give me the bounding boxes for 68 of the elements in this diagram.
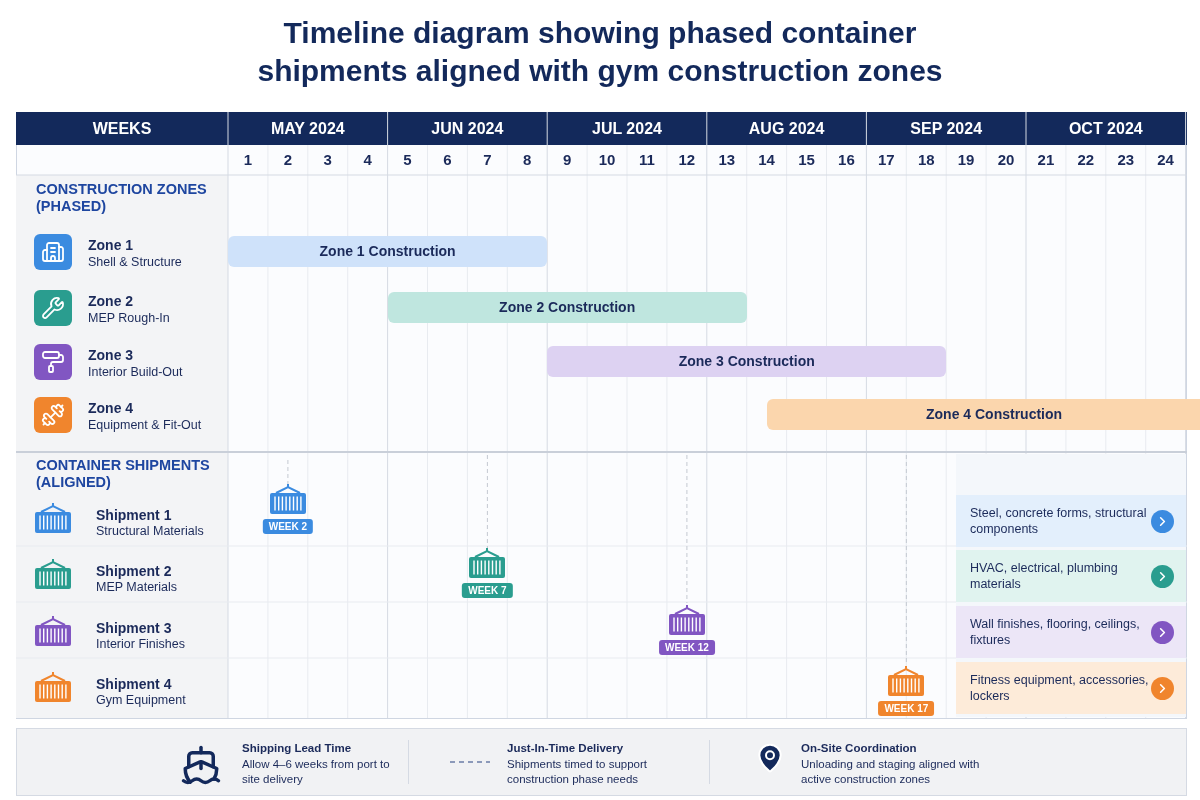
week-number: 20 (996, 149, 1016, 170)
shipment-name: Shipment 4 (96, 675, 172, 694)
week-badge: WEEK 17 (878, 701, 935, 716)
month-header: JUN 2024 (430, 118, 505, 139)
week-number: 1 (242, 149, 254, 170)
week-number: 6 (442, 149, 453, 170)
shipment-name: Shipment 2 (96, 562, 172, 581)
section-heading: CONSTRUCTION ZONES (PHASED) (36, 181, 208, 215)
construction-bar: Zone 4 Construction (766, 399, 1200, 430)
week-number: 7 (482, 149, 493, 170)
column-header: WEEKS (91, 118, 153, 139)
footer-heading: Just-In-Time Delivery (507, 741, 624, 756)
week-number: 13 (717, 149, 737, 170)
shipment-description: MEP Materials (96, 579, 178, 596)
section-heading: CONTAINER SHIPMENTS (ALIGNED) (36, 457, 211, 491)
week-number: 16 (837, 149, 856, 170)
week-number: 2 (282, 149, 293, 170)
zone-description: Equipment & Fit-Out (88, 417, 202, 434)
week-badge: WEEK 2 (262, 519, 314, 534)
construction-bar: Zone 1 Construction (228, 236, 548, 267)
material-card: Wall finishes, flooring, ceilings, fixtures (956, 606, 1186, 658)
week-number: 17 (877, 149, 896, 170)
week-number: 15 (797, 149, 816, 170)
zone-name: Zone 2 (88, 292, 134, 311)
footer-heading: Shipping Lead Time (242, 741, 352, 756)
title: Timeline diagram showing phased container shipments aligned with gym construction zones (256, 15, 944, 89)
week-number: 19 (956, 149, 976, 170)
shipment-name: Shipment 3 (96, 619, 172, 638)
week-number: 4 (362, 149, 373, 170)
footer-text: Allow 4–6 weeks from port to site delivery (242, 757, 391, 787)
construction-bar: Zone 3 Construction (547, 346, 947, 377)
zone-name: Zone 4 (88, 399, 134, 418)
month-header: AUG 2024 (747, 118, 826, 139)
zone-name: Zone 3 (88, 346, 134, 365)
zone-description: Interior Build-Out (88, 364, 183, 381)
material-card: Fitness equipment, accessories, lockers (956, 662, 1186, 714)
zone-name: Zone 1 (88, 236, 134, 255)
month-header: MAY 2024 (269, 118, 346, 139)
week-number: 24 (1156, 149, 1175, 170)
material-card: HVAC, electrical, plumbing materials (956, 550, 1186, 602)
shipment-name: Shipment 1 (96, 506, 172, 525)
week-number: 10 (597, 149, 617, 170)
zone-description: Shell & Structure (88, 254, 182, 271)
week-number: 5 (402, 149, 413, 170)
footer-heading: On-Site Coordination (801, 741, 917, 756)
footer-text: Unloading and staging aligned with active construction zones (801, 757, 981, 787)
week-number: 23 (1116, 149, 1136, 170)
week-number: 9 (561, 149, 573, 170)
footer-text: Shipments timed to support construction phase needs (507, 757, 648, 787)
shipment-description: Structural Materials (96, 523, 204, 540)
week-number: 18 (916, 149, 936, 170)
material-card: Steel, concrete forms, structural components (956, 495, 1186, 547)
week-number: 3 (322, 149, 333, 170)
week-badge: WEEK 12 (658, 640, 715, 655)
month-header: JUL 2024 (591, 118, 663, 139)
construction-bar: Zone 2 Construction (387, 292, 747, 323)
shipment-description: Interior Finishes (96, 636, 185, 653)
week-number: 8 (522, 149, 533, 170)
zone-description: MEP Rough-In (88, 310, 170, 327)
week-number: 14 (757, 149, 776, 170)
month-header: SEP 2024 (909, 118, 984, 139)
week-number: 21 (1036, 149, 1056, 170)
month-header: OCT 2024 (1067, 118, 1144, 139)
week-number: 22 (1076, 149, 1096, 170)
shipment-description: Gym Equipment (96, 692, 186, 709)
week-number: 11 (638, 149, 656, 170)
week-badge: WEEK 7 (462, 583, 513, 598)
week-number: 12 (677, 149, 697, 170)
